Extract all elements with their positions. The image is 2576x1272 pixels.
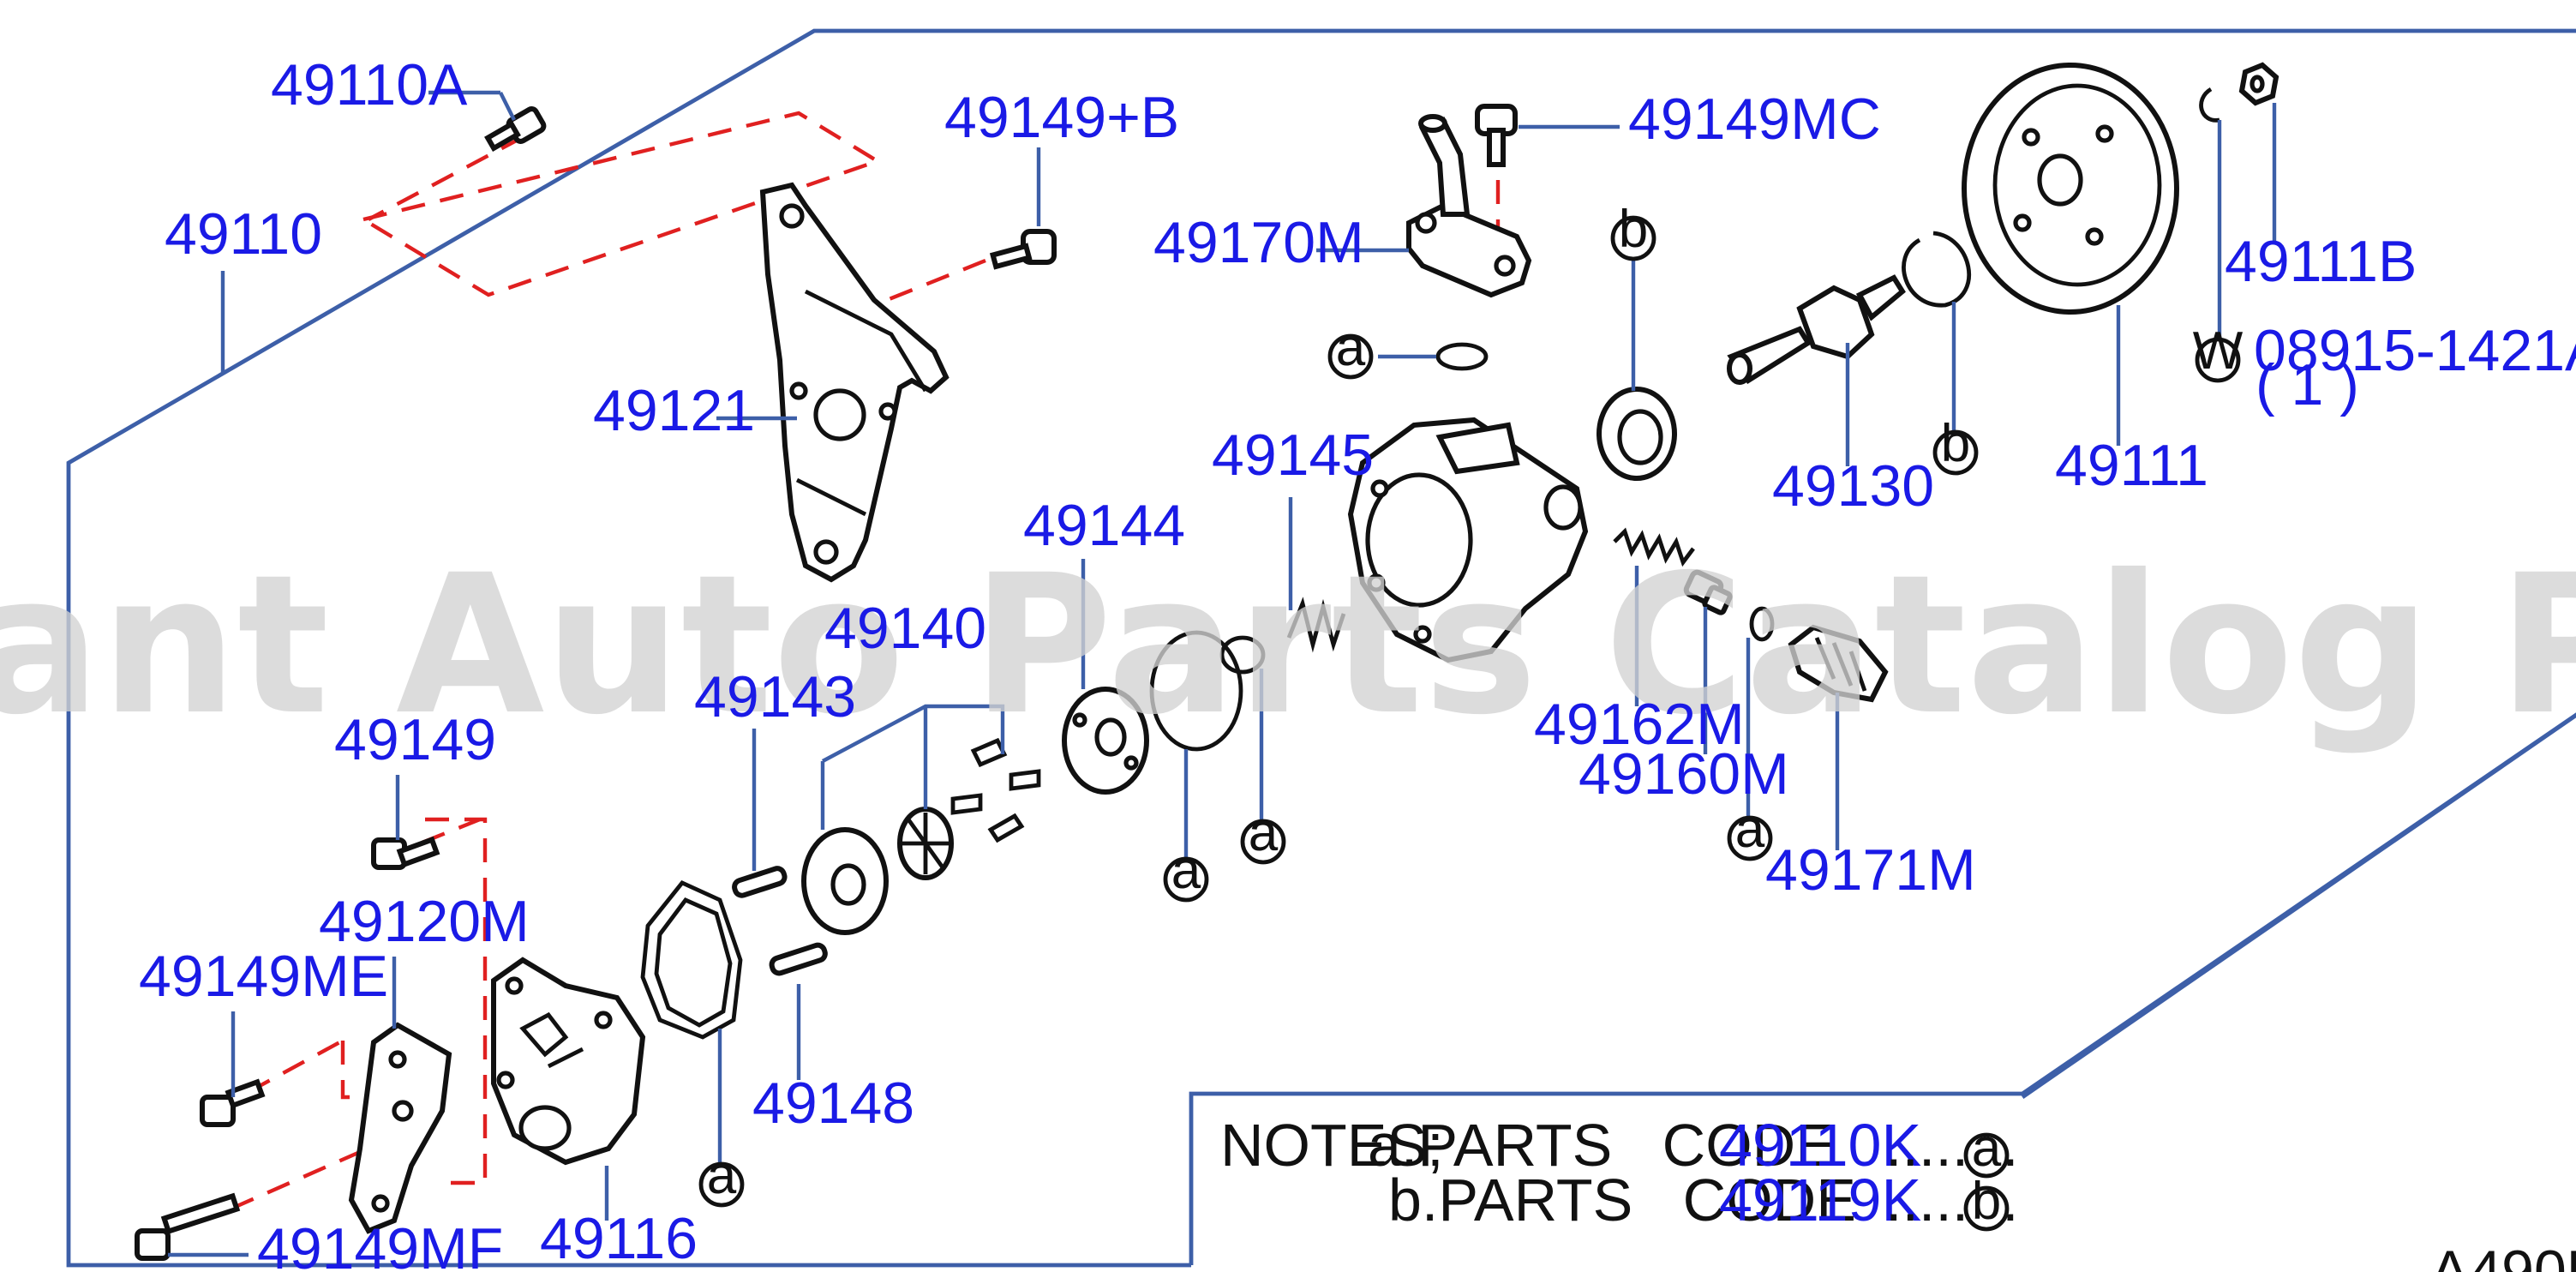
- notes-row-a-code[interactable]: 49110K: [1719, 1112, 1921, 1179]
- label-49149ME[interactable]: 49149ME: [139, 944, 388, 1009]
- notes-title: NOTES;: [1220, 1112, 1444, 1179]
- oil-seal: [1597, 387, 1677, 481]
- mark-a-5: a: [698, 1146, 745, 1208]
- cam-ring-49144: [1062, 687, 1149, 795]
- mark-a-4: a: [1727, 800, 1773, 861]
- rotor: [897, 807, 954, 880]
- pin-49143: [732, 866, 788, 898]
- mark-a-3: a: [1163, 841, 1209, 903]
- pump-body: [1347, 417, 1589, 663]
- notes-row-b-mark: b: [1972, 1172, 2001, 1231]
- notes-row-a-mark: a: [1972, 1119, 2002, 1178]
- leader-lines: [168, 90, 2277, 1257]
- notes-block: NOTES; a.PARTS CODE 49110K ........ a b.…: [1220, 1112, 2019, 1233]
- nut-49111B: [2238, 62, 2279, 106]
- watermark: Offers Merchant Auto Parts Catalog PARTS…: [0, 533, 2576, 757]
- lower-bolt-dash-2: [247, 1039, 344, 1094]
- label-49120M[interactable]: 49120M: [319, 889, 530, 954]
- connector-49171M: [1788, 624, 1889, 703]
- diagram-reference: A490B086: [2430, 1239, 2576, 1272]
- washer-08915: [2199, 87, 2220, 123]
- label-08915-qty: ( 1 ): [2255, 352, 2359, 417]
- gasket: [640, 880, 743, 1040]
- svg-text:a: a: [707, 1146, 737, 1205]
- valve-49160M: [1683, 569, 1733, 615]
- svg-text:a: a: [1735, 800, 1765, 859]
- pin-49148: [769, 942, 828, 976]
- lower-dashed-outline: [425, 817, 488, 1185]
- shaft-49130: [1727, 274, 1906, 385]
- label-49171M[interactable]: 49171M: [1765, 837, 1976, 903]
- svg-text:b: b: [1619, 200, 1648, 259]
- notes-row-a-text: a.PARTS CODE: [1368, 1112, 1836, 1179]
- label-49121[interactable]: 49121: [593, 378, 755, 443]
- svg-text:a: a: [1249, 803, 1279, 862]
- lower-bolt-dash-3: [231, 1149, 361, 1211]
- oring-small: [1749, 606, 1775, 642]
- fitting-49170M: [1406, 114, 1532, 298]
- oring-large: [1149, 630, 1243, 752]
- bracket-49121: [759, 182, 950, 583]
- bracket-dashed-outline: [358, 111, 883, 297]
- label-49145[interactable]: 49145: [1212, 423, 1374, 488]
- label-49110[interactable]: 49110: [165, 201, 322, 267]
- label-49160M[interactable]: 49160M: [1579, 741, 1789, 807]
- label-49149MC[interactable]: 49149MC: [1628, 87, 1881, 152]
- label-49143[interactable]: 49143: [694, 664, 856, 729]
- label-49149B[interactable]: 49149+B: [944, 85, 1179, 150]
- notes-row-b-code[interactable]: 49119K: [1719, 1167, 1921, 1233]
- plate-49120M: [348, 1022, 452, 1234]
- oring-top: [1435, 342, 1489, 371]
- bolt-dashed-line-2: [873, 258, 986, 308]
- snap-ring: [1902, 231, 1971, 308]
- mark-w: W: [2193, 321, 2244, 383]
- spring-49145: [1286, 597, 1346, 653]
- bolt-49149MC: [1475, 104, 1518, 167]
- bolt-49149: [371, 836, 440, 870]
- mark-b-1: b: [1610, 200, 1656, 261]
- label-49111[interactable]: 49111: [2055, 433, 2208, 498]
- label-49149[interactable]: 49149: [334, 707, 496, 772]
- mark-a-2: a: [1240, 803, 1286, 865]
- frame-diagonal-right: [2021, 712, 2576, 1099]
- bolt-49149B: [989, 229, 1057, 270]
- bolt-49149MF: [135, 1192, 241, 1261]
- label-49130[interactable]: 49130: [1772, 453, 1934, 519]
- svg-text:b: b: [1941, 414, 1970, 473]
- part-labels: 49110A 49149+B 49110 49121 49149MC 49170…: [139, 52, 2576, 1272]
- mark-a-1: a: [1327, 318, 1374, 380]
- gasket-inner: [654, 897, 733, 1028]
- bolt-49110A: [484, 106, 547, 153]
- notes-row-b-text: b.PARTS CODE: [1388, 1167, 1856, 1233]
- label-49111B[interactable]: 49111B: [2225, 229, 2417, 294]
- label-49148[interactable]: 49148: [752, 1071, 914, 1136]
- label-49144[interactable]: 49144: [1023, 493, 1185, 558]
- bolt-dashed-line-1: [367, 135, 524, 221]
- label-49140[interactable]: 49140: [824, 596, 986, 661]
- pulley-49111: [1962, 63, 2179, 315]
- bolt-49149ME: [200, 1078, 266, 1127]
- label-08915-1421A[interactable]: 08915-1421A: [2254, 318, 2576, 383]
- label-49149MF[interactable]: 49149MF: [257, 1216, 503, 1272]
- label-49110A[interactable]: 49110A: [271, 52, 468, 117]
- assembly-frame: [66, 28, 2576, 1268]
- label-49162M[interactable]: 49162M: [1534, 692, 1745, 757]
- oring-medium: [1219, 635, 1266, 675]
- label-49116[interactable]: 49116: [540, 1206, 698, 1271]
- svg-text:a: a: [1336, 318, 1366, 377]
- spring-49162M: [1613, 527, 1695, 567]
- svg-text:a: a: [1171, 841, 1201, 900]
- housing-49116: [491, 957, 646, 1166]
- label-49170M[interactable]: 49170M: [1153, 210, 1364, 275]
- svg-text:W: W: [2193, 321, 2244, 381]
- cam-ring-49140: [801, 827, 889, 935]
- mark-b-2: b: [1932, 414, 1979, 476]
